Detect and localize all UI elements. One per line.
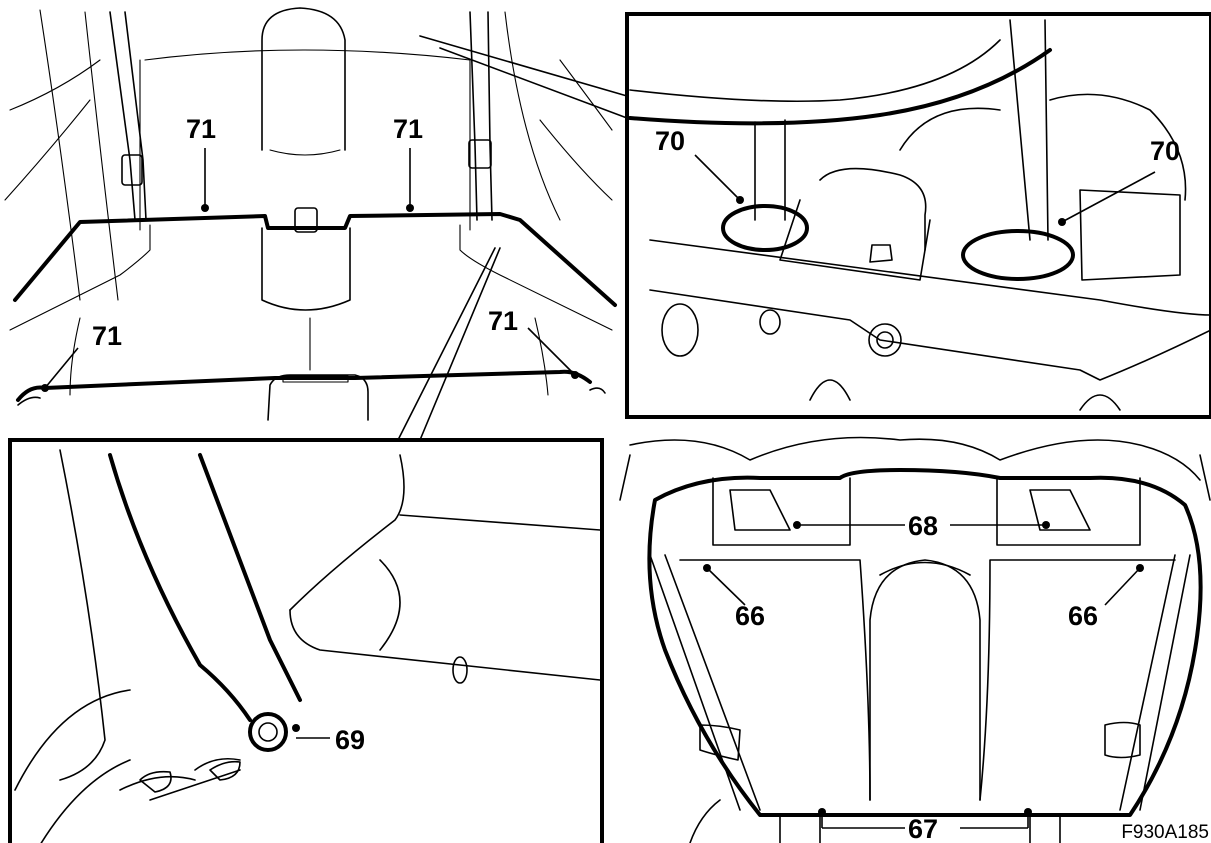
callout-71-lower-right: 71 <box>488 306 518 336</box>
callout-66-right: 66 <box>1068 601 1098 631</box>
callout-71-upper-right: 71 <box>393 114 423 144</box>
panel-rear-seat-overview <box>4 7 617 421</box>
panel-headrest-guides <box>419 12 1211 419</box>
callout-70-left: 70 <box>655 126 685 156</box>
callout-71-lower-left: 71 <box>92 321 122 351</box>
callout-70-right: 70 <box>1150 136 1180 166</box>
callout-68: 68 <box>908 511 938 541</box>
callout-69: 69 <box>335 725 365 755</box>
callout-71-upper-left: 71 <box>186 114 216 144</box>
figure-id: F930A185 <box>1121 822 1209 843</box>
panel-seat-back-rear <box>619 436 1211 843</box>
callout-67: 67 <box>908 814 938 843</box>
panel-belt-anchor <box>8 247 604 843</box>
callout-66-left: 66 <box>735 601 765 631</box>
